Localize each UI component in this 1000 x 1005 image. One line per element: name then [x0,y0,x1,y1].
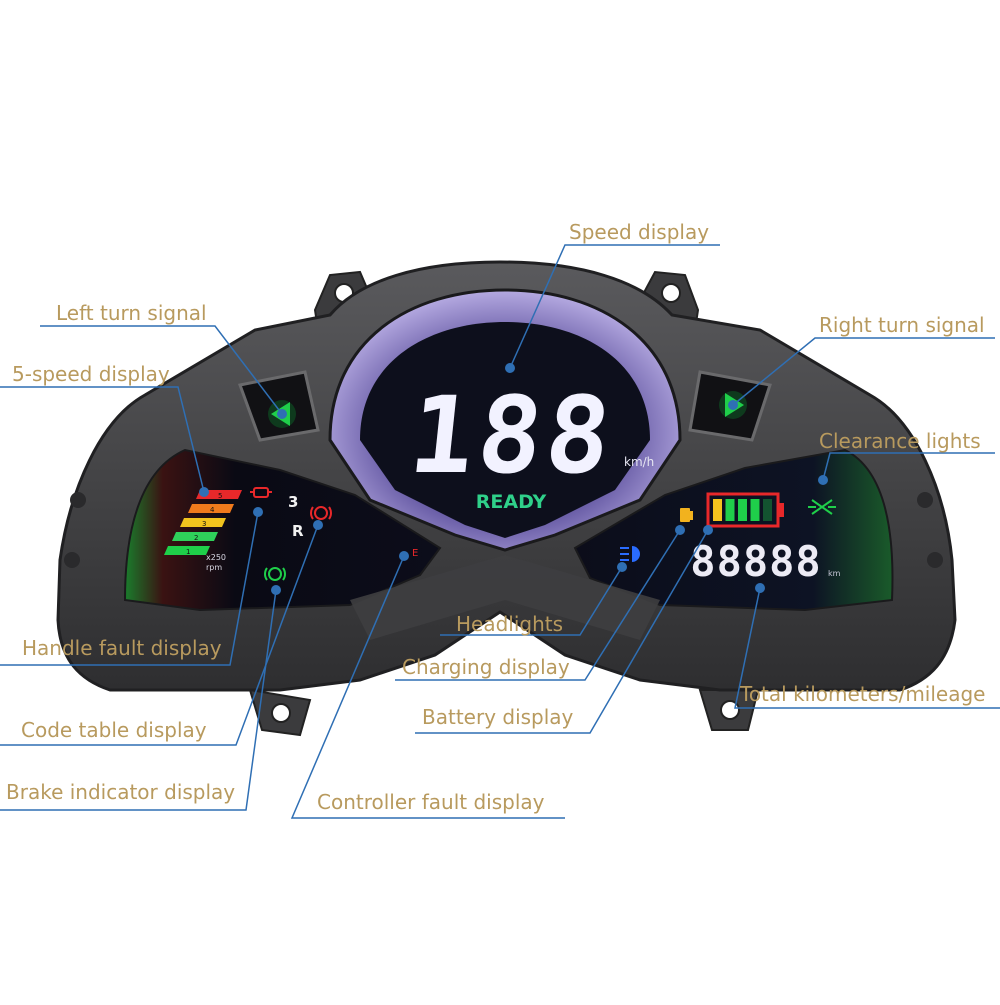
label-right-turn-signal: Right turn signal [819,313,985,337]
gear-bar [180,518,226,527]
label-left-turn-signal: Left turn signal [56,301,207,325]
leader-line-total-kilometers [734,587,1000,709]
leader-dot-clearance-lights [818,475,828,485]
leader-line-controller-fault-display [290,555,565,819]
label-battery-display: Battery display [422,705,574,729]
gear-bar-label: 1 [186,548,190,556]
label-code-table-display: Code table display [21,718,207,742]
leader-dot-brake-indicator-display [271,585,281,595]
leader-line-speed-display [509,244,720,369]
leader-line-charging-display [395,529,681,681]
label-charging-display: Charging display [402,655,570,679]
label-five-speed-display: 5-speed display [12,362,170,386]
gear-bar-label: 3 [202,520,206,528]
ready-indicator: READY [476,491,547,513]
handle-fault-icon [250,487,272,498]
gear-bar [172,532,218,541]
fuel-pump-icon [680,508,693,522]
leader-dot-charging-display [675,525,685,535]
gear-reverse: R [292,522,304,540]
odometer-unit: km [828,569,841,578]
leader-dots [199,363,828,595]
leader-dot-left-turn-signal [277,409,287,419]
speed-value: 188 [404,374,620,498]
battery-bar [750,499,760,521]
gear-bar-label: 4 [210,506,215,514]
leader-line-headlights [440,566,623,636]
leader-dot-battery-display [703,525,713,535]
speed-unit: km/h [624,455,654,469]
battery-bar [725,499,735,521]
gear-bar-label: 2 [194,534,198,542]
housing-cross-bars [350,555,660,640]
battery-bar [763,499,772,521]
leader-line-right-turn-signal [732,337,995,406]
fault-code-glyph: E [412,548,418,559]
brake-warning-icon [264,567,286,581]
label-total-kilometers: Total kilometers/mileage [740,682,986,706]
housing-screws [64,492,943,568]
battery-bar [713,499,722,521]
leader-line-clearance-lights [822,452,995,481]
label-controller-fault-display: Controller fault display [317,790,545,814]
leader-dot-total-kilometers [755,583,765,593]
leader-dot-code-table-display [313,520,323,530]
speed-lcd [360,322,650,538]
leader-line-handle-fault-display [0,511,259,666]
label-speed-display: Speed display [569,220,710,244]
label-clearance-lights: Clearance lights [819,429,981,453]
leader-lines [0,244,1000,819]
rpm-unit-line1: x250 [206,553,226,562]
gear-bar [188,504,234,513]
leader-line-left-turn-signal [40,325,283,415]
gear-bar-label: 5 [218,492,222,500]
gear-number: 3 [288,493,298,511]
rpm-unit-line2: rpm [206,563,222,572]
battery-bar [738,499,747,521]
leader-dot-right-turn-signal [728,400,738,410]
leader-dot-five-speed-display [199,487,209,497]
leader-line-battery-display [415,529,709,734]
leader-line-brake-indicator-display [0,589,277,811]
clearance-light-icon [808,499,836,515]
leader-line-five-speed-display [0,386,205,493]
label-brake-indicator-display: Brake indicator display [6,780,236,804]
leader-dot-headlights [617,562,627,572]
battery-icon [706,492,784,528]
leader-dot-handle-fault-display [253,507,263,517]
gear-bar [164,546,210,555]
odometer-value: 88888 [690,537,821,586]
leader-line-code-table-display [0,524,319,746]
leader-dot-controller-fault-display [399,551,409,561]
label-headlights: Headlights [456,612,564,636]
headlight-icon [620,546,640,562]
controller-fault-icon [310,506,332,520]
label-handle-fault-display: Handle fault display [22,636,222,660]
leader-dot-speed-display [505,363,515,373]
